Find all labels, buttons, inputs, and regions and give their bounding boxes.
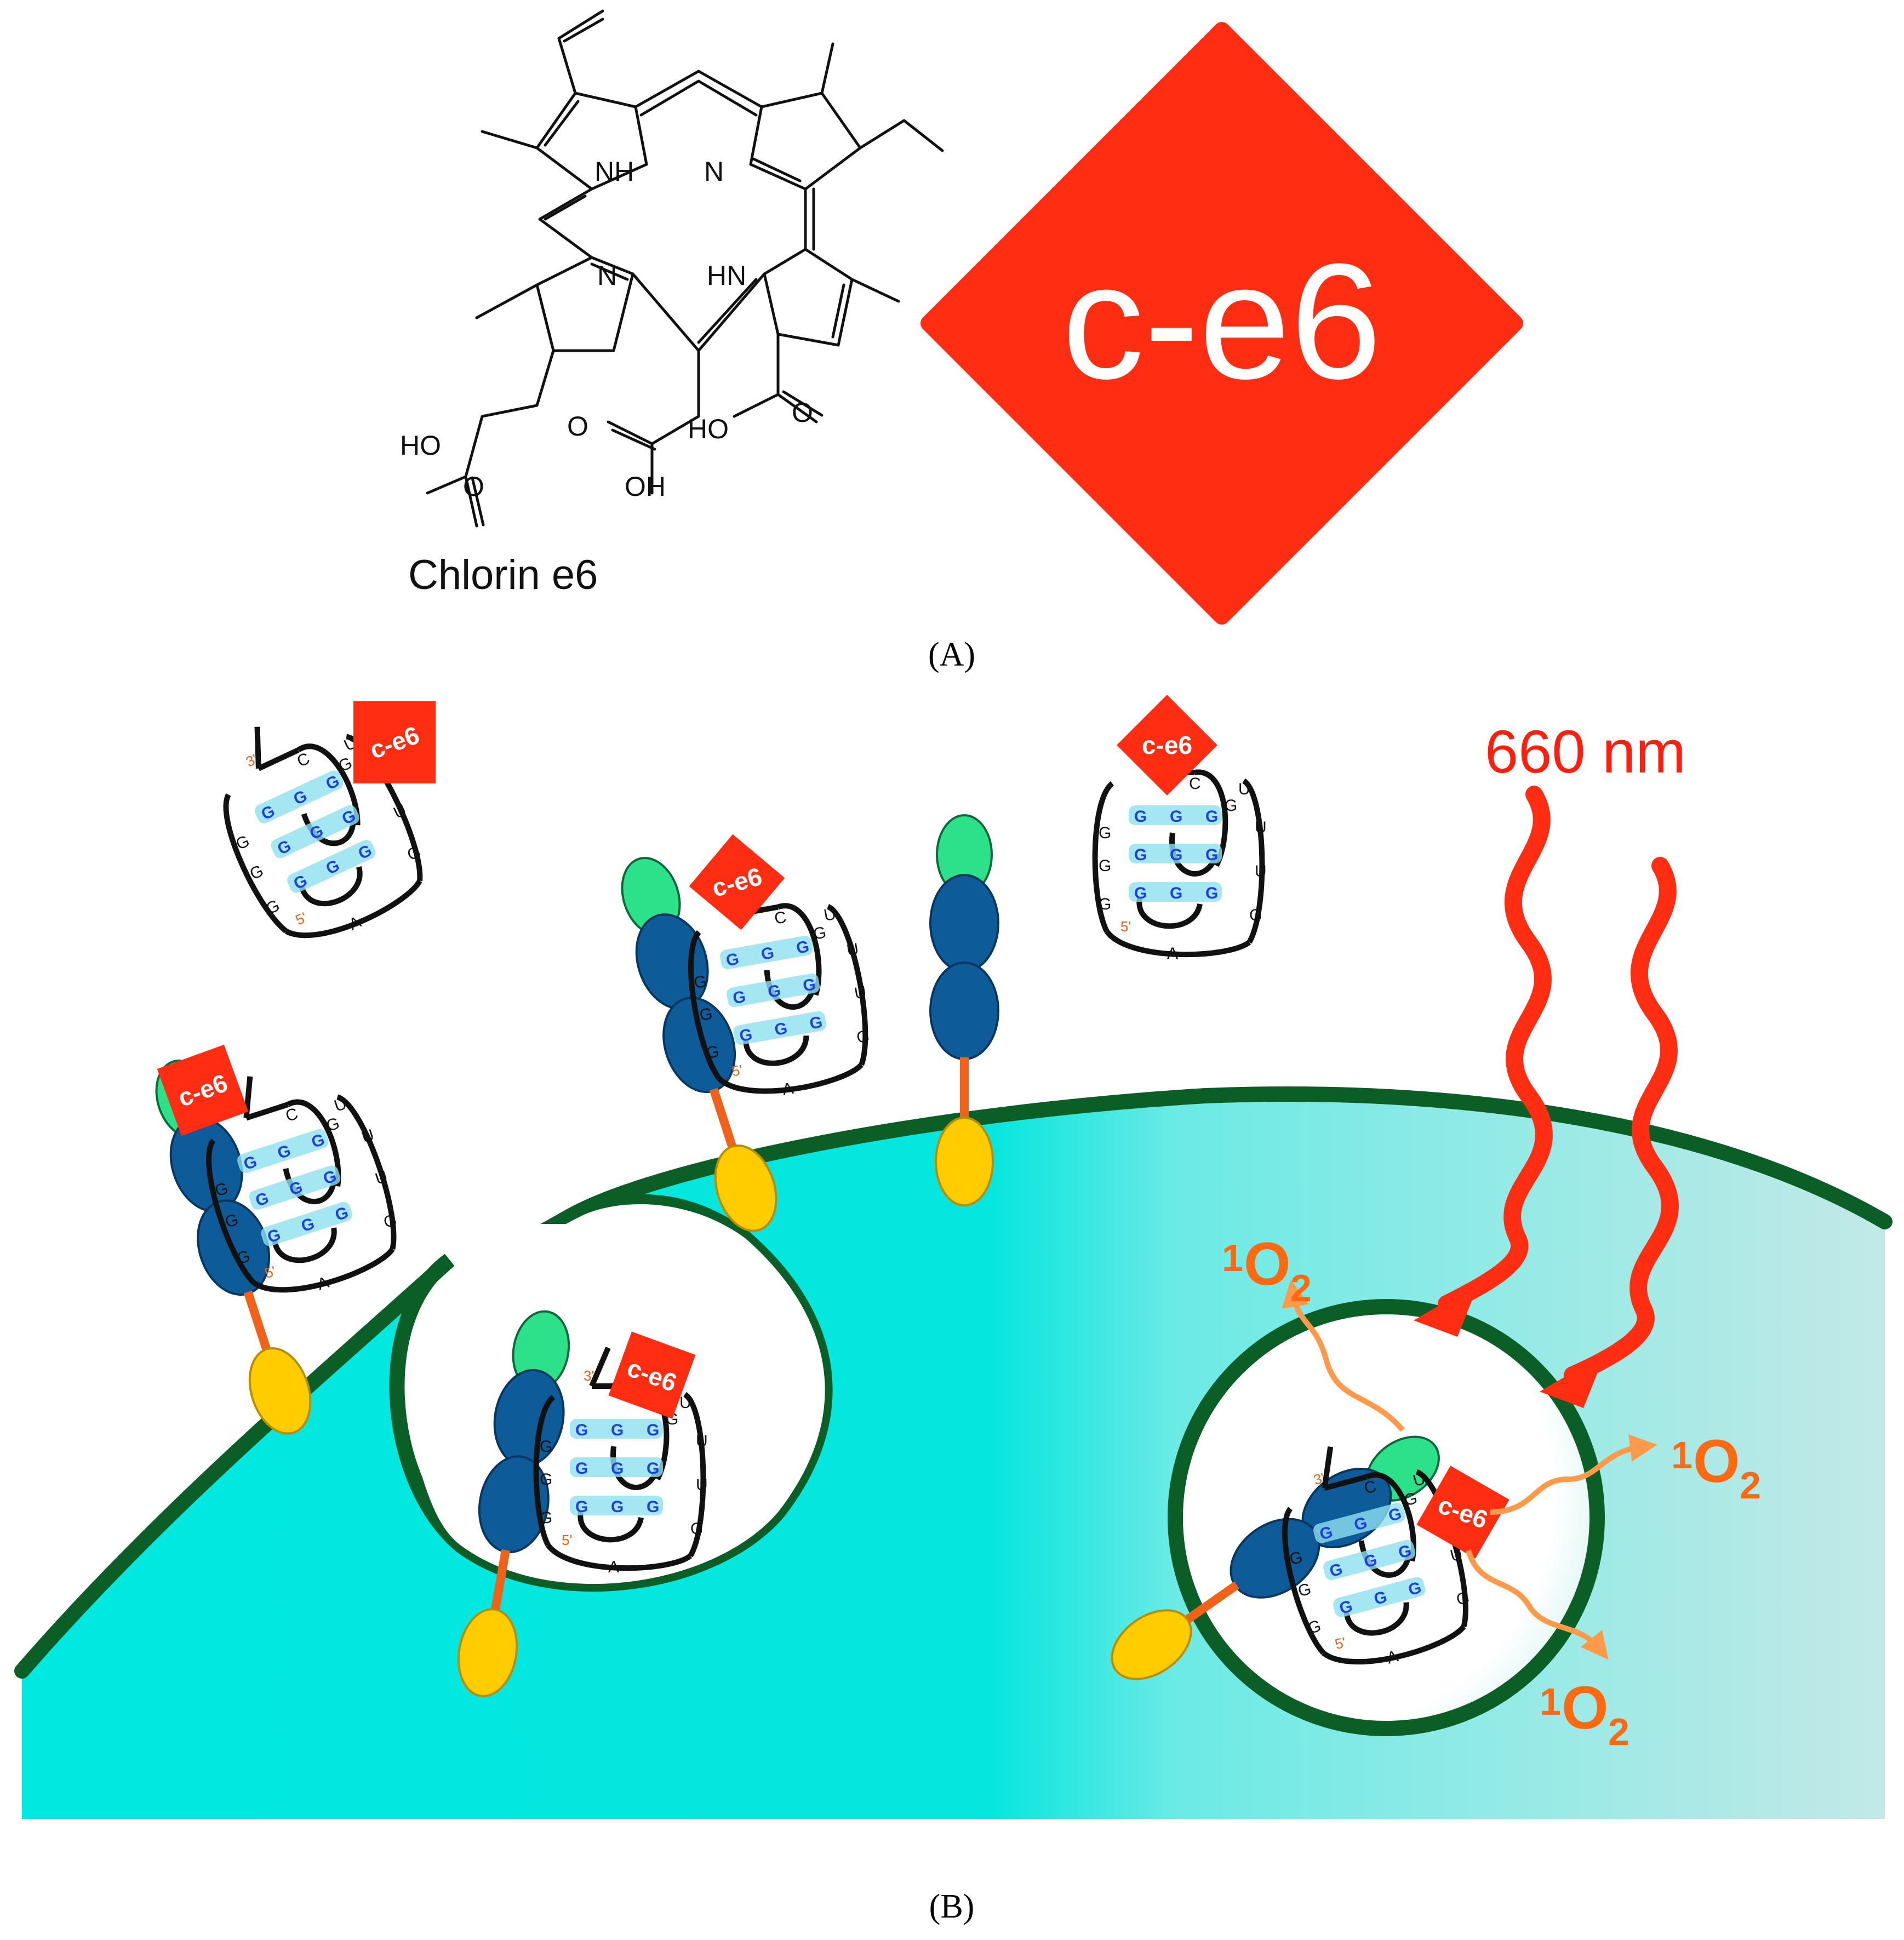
panel-a-label: (A) (928, 636, 975, 673)
atom-nh-top: NH (594, 156, 634, 187)
c-e6-symbol-label: c-e6 (1062, 229, 1382, 413)
singlet-oxygen-arrows (1282, 1279, 1657, 1660)
c-e6-tag-2: c-e6 (1117, 695, 1217, 796)
singlet-oxygen-3-sup: 1 (1540, 1680, 1561, 1723)
light-waves (1438, 786, 1679, 1384)
c-e6-tag-1: c-e6 (353, 701, 436, 783)
atom-o-left: O (463, 471, 484, 502)
light-arrowheads (1414, 1282, 1605, 1408)
singlet-oxygen-3-sub: 2 (1608, 1710, 1629, 1753)
chlorin-e6-atoms: NH N N HN HO O O OH HO O (400, 156, 813, 502)
c-e6-tag-4: c-e6 (689, 834, 785, 930)
light-wavelength-label: 660 nm (1485, 718, 1686, 786)
singlet-oxygen-2-sub: 2 (1740, 1464, 1761, 1507)
singlet-oxygen-1-sub: 2 (1290, 1267, 1312, 1309)
panel-b-label: (B) (929, 1888, 975, 1925)
c-e6-symbol-large: c-e6 (920, 22, 1523, 625)
atom-ho-right: HO (688, 414, 729, 444)
molecule-name: Chlorin e6 (408, 552, 598, 598)
atom-ho-left: HO (400, 430, 441, 461)
atom-oh-mid: OH (625, 471, 666, 502)
singlet-oxygen-2: 1 O 2 (1671, 1428, 1761, 1507)
atom-o-mid: O (567, 411, 588, 442)
atom-hn-mid: HN (707, 260, 746, 291)
receptor-unbound (930, 815, 998, 1205)
singlet-oxygen-2-symbol: O (1693, 1428, 1740, 1495)
singlet-oxygen-3: 1 O 2 (1540, 1674, 1629, 1753)
c-e6-tag-3: c-e6 (157, 1044, 249, 1136)
atom-o-right: O (792, 397, 813, 428)
singlet-oxygen-1-symbol: O (1244, 1231, 1291, 1298)
singlet-oxygen-1: 1 O 2 (1222, 1231, 1312, 1309)
chlorin-e6-structure (426, 9, 944, 528)
singlet-oxygen-3-symbol: O (1562, 1674, 1609, 1742)
singlet-oxygen-2-sup: 1 (1671, 1434, 1693, 1477)
c-e6-tag-5: c-e6 (608, 1331, 696, 1419)
atom-n-top: N (704, 156, 724, 187)
atom-n-mid: N (597, 260, 617, 291)
c-e6-tag-2-label: c-e6 (1142, 731, 1192, 759)
singlet-oxygen-1-sup: 1 (1222, 1237, 1243, 1279)
c-e6-tag-6: c-e6 (1416, 1466, 1510, 1559)
